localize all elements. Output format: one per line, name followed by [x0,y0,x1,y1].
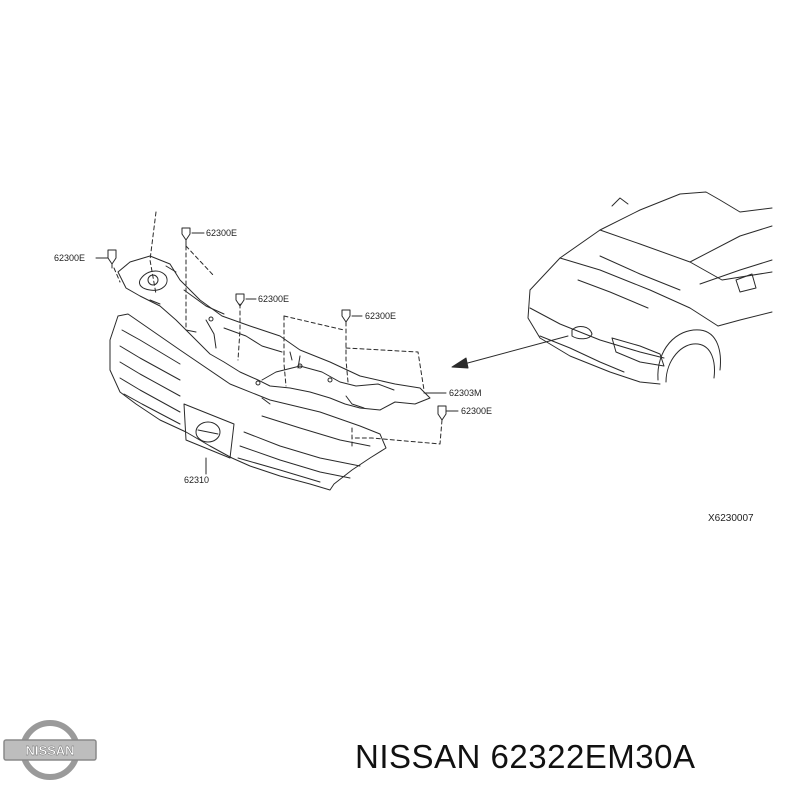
callout-cover: 62303M [449,388,482,398]
callout-clip-lower-right: 62300E [461,406,492,416]
pointer-arrow [451,335,569,369]
callout-clip-left: 62300E [54,253,85,263]
dashed-leader-lines [113,211,443,447]
logo-bar [3,739,97,761]
nissan-logo: NISSAN [3,720,97,780]
clip-left-part [107,249,117,269]
clip-middle-part [235,293,245,307]
clip-right-part [341,309,351,323]
callout-clip-right: 62300E [365,311,396,321]
logo-text: NISSAN [25,743,74,758]
callout-clip-top-center: 62300E [206,228,237,238]
car-sketch [527,191,773,385]
callout-grille: 62310 [184,475,209,485]
callout-clip-middle: 62300E [258,294,289,304]
upper-cover-panel [117,255,431,411]
clip-top-center-part [181,227,191,247]
callout-leaders [95,232,459,475]
part-caption: NISSAN 62322EM30A [355,738,696,775]
clip-lower-right-part [437,405,447,421]
front-grille [109,313,387,491]
reference-code: X6230007 [708,513,754,524]
